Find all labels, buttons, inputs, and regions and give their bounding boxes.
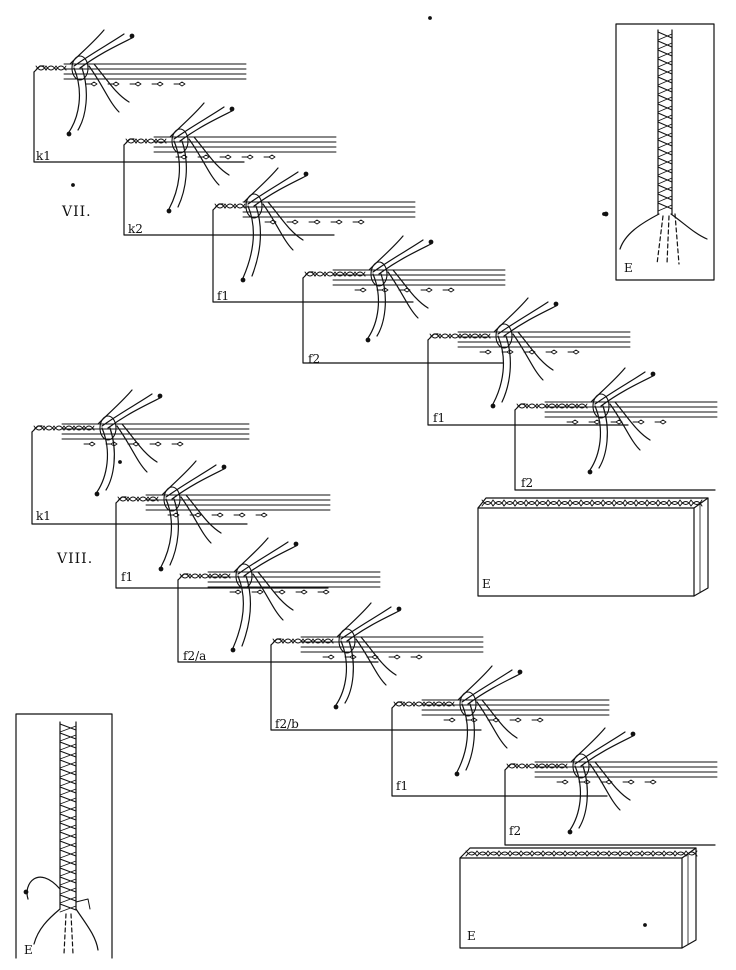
- section-numeral-viii: VIII.: [57, 551, 94, 567]
- step-block-vii-k2: [123, 102, 337, 236]
- end-box-viii: [459, 847, 698, 949]
- step-label-vii-k1: k1: [36, 149, 51, 163]
- step-block-viii-f2-second: [504, 727, 718, 846]
- step-label-vii-f1: f1: [217, 289, 230, 303]
- end-label-vii-box: E: [482, 577, 491, 591]
- step-label-vii-f1-second: f1: [433, 411, 446, 425]
- step-label-viii-f2-second: f2: [509, 824, 522, 838]
- step-block-vii-k1: [33, 29, 247, 163]
- step-block-vii-f1-second: [427, 297, 631, 426]
- step-label-viii-k1: k1: [36, 509, 51, 523]
- step-label-viii-f2b: f2/b: [275, 717, 299, 731]
- end-vertical-vii: [603, 23, 715, 281]
- end-label-vii-vertical: E: [624, 261, 633, 275]
- step-block-viii-f2b: [270, 602, 484, 731]
- step-label-viii-f1: f1: [121, 570, 134, 584]
- step-label-vii-k2: k2: [128, 222, 143, 236]
- step-label-vii-f2-second: f2: [521, 476, 534, 490]
- end-label-viii-box: E: [467, 929, 476, 943]
- step-label-viii-f2a: f2/a: [183, 649, 207, 663]
- step-block-vii-f1: [212, 167, 416, 303]
- step-block-vii-f2: [302, 235, 506, 364]
- end-vertical-viii: [15, 713, 113, 959]
- step-block-viii-f2a: [177, 537, 381, 663]
- step-block-viii-k1: [31, 389, 250, 525]
- section-numeral-vii: VII.: [62, 204, 92, 220]
- step-label-viii-f1-second: f1: [396, 779, 409, 793]
- end-box-vii: [477, 497, 709, 597]
- step-block-viii-f1-second: [391, 665, 610, 797]
- stray-dots: [71, 16, 647, 927]
- step-block-vii-f2-second: [514, 367, 718, 491]
- end-label-viii-vertical: E: [24, 943, 33, 957]
- step-block-viii-f1: [115, 460, 331, 589]
- step-label-vii-f2: f2: [308, 352, 321, 366]
